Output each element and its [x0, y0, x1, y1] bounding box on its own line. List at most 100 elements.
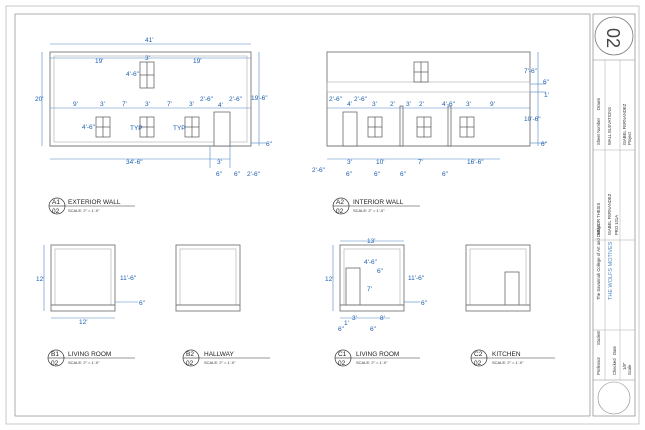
label-typ-1: TYP: [130, 125, 143, 132]
a2-scale: SCALE: 2" = 1'-0": [353, 208, 385, 213]
window-top: [139, 61, 155, 89]
seal-circle: [597, 381, 631, 415]
elevation-b2-hallway: [175, 244, 241, 312]
dim-c1-b6a: 6": [338, 326, 345, 333]
dim-b166-int: 16'-6": [467, 159, 484, 166]
dim-w8: 2'-6": [229, 96, 243, 103]
drawing-border: [14, 13, 591, 417]
c2-sheet: 02: [474, 360, 482, 367]
dim-c1-d7: 7': [367, 286, 372, 293]
dim-bottom-six: 6": [266, 141, 273, 148]
dim-t2: 2'-6": [354, 96, 368, 103]
dim-t7: 2': [419, 101, 424, 108]
door-opening: [213, 111, 231, 147]
dim-bottom-len: 34'-6": [126, 159, 143, 166]
dim-w7: 2'-6": [200, 96, 214, 103]
project-name: THE WOLFS MOTIVES: [608, 241, 614, 300]
dim-w4: 3': [145, 101, 150, 108]
window-2: [139, 116, 155, 138]
field-student: Student: [596, 330, 601, 345]
label-a2: A2 02 INTERIOR WALL SCALE: 2" = 1'-0": [332, 197, 420, 215]
dim-c1-h: 12': [325, 276, 333, 283]
dim-b1-h2: 11'-6": [120, 275, 137, 282]
label-typ-2: TYP: [173, 125, 186, 132]
dim-r6b: 6": [541, 141, 548, 148]
dim-w1: 9': [73, 101, 78, 108]
course-code: PRO 101A: [614, 215, 619, 235]
dim-b10-int: 10': [376, 159, 384, 166]
a2-title: INTERIOR WALL: [353, 199, 404, 206]
designer-name-2: ISABEL FERNANDEZ: [622, 103, 627, 145]
dim-c1-b8: 8': [380, 315, 385, 322]
a2-sheet: 02: [336, 208, 344, 215]
field-drawn: Drawn: [596, 97, 601, 110]
dim-height-left: 20': [35, 96, 43, 103]
dim-t3: 4': [347, 101, 352, 108]
dim-b1-six: 6": [139, 300, 146, 307]
b2-title: HALLWAY: [204, 351, 235, 358]
dim-b3-int: 3': [347, 159, 352, 166]
dim-c1-b3: 3': [352, 315, 357, 322]
scale-value: 1/8": [622, 362, 627, 370]
dim-b6a-int: 6": [346, 171, 353, 178]
dim-sill: 4'-6": [82, 124, 96, 131]
dim-t5: 2': [390, 101, 395, 108]
b2-id: B2: [186, 351, 194, 358]
outer-border: [5, 5, 640, 425]
dim-overall: 41': [145, 37, 153, 44]
dim-w3: 7': [122, 101, 127, 108]
label-a1: A1 02 EXTERIOR WALL SCALE: 2" = 1'-0": [48, 197, 135, 215]
sheet-number-circle: [594, 16, 634, 56]
window-1: [95, 116, 111, 138]
label-b2: B2 02 HALLWAY SCALE: 2" = 1'-0": [182, 349, 270, 367]
window-int-2: [416, 116, 432, 138]
window-int-1: [367, 116, 383, 138]
dim-b26: 2'-6": [247, 171, 261, 178]
a1-sheet: 02: [52, 208, 60, 215]
dim-t1: 2'-6": [329, 96, 343, 103]
dim-w6: 3': [189, 101, 194, 108]
label-c1: C1 02 LIVING ROOM SCALE: 2" = 1'-0": [334, 349, 420, 367]
school-name: The Savannah College of Art and Design: [596, 223, 601, 300]
b1-title: LIVING ROOM: [68, 351, 111, 358]
elevation-a1-exterior-wall: [41, 43, 266, 168]
post-1: [399, 105, 404, 147]
dim-t10: 9': [490, 101, 495, 108]
a1-title: EXTERIOR WALL: [68, 199, 121, 206]
c1-sheet: 02: [338, 360, 346, 367]
a1-scale: SCALE: 2" = 1'-0": [68, 208, 100, 213]
field-sheet-number: Sheet Number: [596, 117, 601, 145]
dim-bottom-three: 3': [217, 159, 222, 166]
dim-c1-d6a: 6": [377, 268, 384, 275]
dim-b7-int: 7': [418, 159, 423, 166]
c2-title: KITCHEN: [492, 351, 521, 358]
door-c1: [345, 267, 361, 306]
dim-b1-h: 12': [36, 276, 44, 283]
field-professor: Professor: [596, 356, 601, 375]
field-project: Project: [627, 131, 632, 145]
dim-b6a: 6": [216, 171, 223, 178]
window-top-int: [413, 61, 429, 83]
label-b1: B1 02 LIVING ROOM SCALE: 2" = 1'-0": [47, 349, 135, 367]
dim-c1-b1: 1': [344, 320, 349, 327]
a2-id: A2: [336, 199, 344, 206]
dim-b26-int: 2'-6": [312, 167, 326, 174]
c2-scale: SCALE: 2" = 1'-0": [492, 360, 524, 365]
elevation-b1-living-room: [43, 244, 138, 319]
c1-title: LIVING ROOM: [356, 351, 399, 358]
dim-c1-d46: 4'-6": [364, 259, 378, 266]
elevation-c2-kitchen: [465, 244, 531, 312]
dim-door-w: 4': [218, 102, 223, 109]
post-2: [447, 105, 452, 147]
c1-scale: SCALE: 2" = 1'-0": [356, 360, 388, 365]
dim-c1-b6b: 6": [370, 326, 377, 333]
dim-c1-d6b: 6": [421, 300, 428, 307]
elevation-c1-living-room: [332, 240, 420, 319]
dim-b6d-int: 6": [442, 171, 449, 178]
field-checked: Checked: [612, 358, 617, 375]
dim-c1-w: 13': [367, 238, 375, 245]
dim-left-top: 19': [95, 58, 103, 65]
window-int-3: [459, 116, 475, 138]
label-c2: C2 02 KITCHEN SCALE: 2" = 1'-0": [470, 349, 555, 367]
